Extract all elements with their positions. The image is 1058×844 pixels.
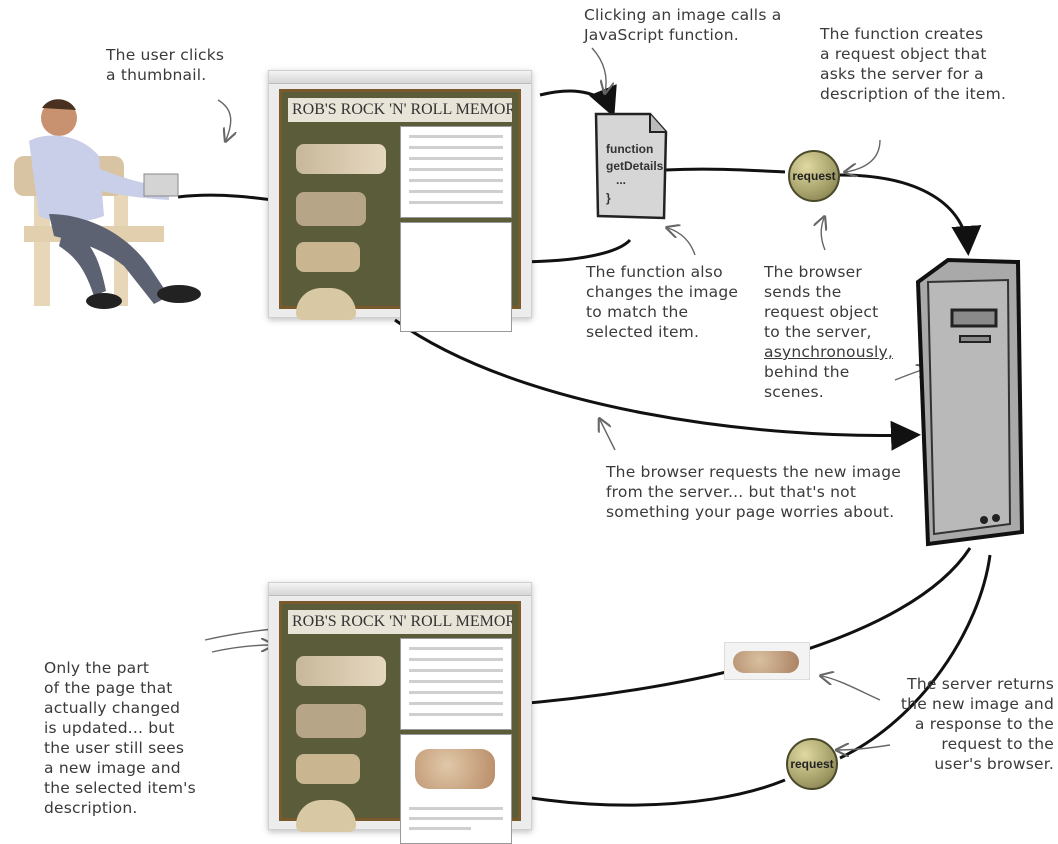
note-user-clicks: The user clicks a thumbnail. (106, 46, 225, 84)
code-line-1: function (606, 142, 654, 156)
user-person-illustration (14, 99, 201, 309)
note-browser-requests: The browser requests the new image from … (606, 463, 902, 521)
arrow-function-to-request (664, 167, 786, 174)
arrow-request-to-server (839, 173, 982, 256)
thumbnail-guitar[interactable] (296, 656, 386, 686)
detail-image-box-filled (400, 734, 512, 844)
web-page: ROB'S ROCK 'N' ROLL MEMORABILIA (279, 601, 521, 844)
thumbnail-boots[interactable] (296, 704, 366, 738)
code-line-3: ... (616, 173, 627, 187)
page-banner: ROB'S ROCK 'N' ROLL MEMORABILIA (288, 98, 512, 122)
browser-toolbar (269, 583, 531, 596)
web-page: ROB'S ROCK 'N' ROLL MEMORABILIA (279, 89, 521, 332)
thumbnail-guitar[interactable] (296, 144, 386, 174)
browser-screenshot-before: ROB'S ROCK 'N' ROLL MEMORABILIA (268, 70, 532, 332)
returned-image (724, 642, 810, 680)
note-function-creates: The function creates a request object th… (820, 25, 1007, 103)
note-browser-sends: The browser sends the request object to … (764, 263, 879, 341)
note-only-part: Only the part of the page that actually … (44, 659, 196, 817)
thumbnail-hat[interactable] (296, 288, 356, 320)
note-browser-sends-async: asynchronously, (764, 343, 894, 361)
detail-image-box-empty (400, 222, 512, 332)
thumbnail-case[interactable] (296, 754, 360, 784)
note-server-returns: The server returns the new image and a r… (900, 675, 1054, 773)
browser-toolbar (269, 71, 531, 84)
thumbnail-boots[interactable] (296, 192, 366, 226)
arrow-browser-to-server (394, 318, 921, 451)
note-function-changes: The function also changes the image to m… (586, 263, 739, 341)
description-box (400, 126, 512, 218)
boots-image (415, 749, 495, 789)
arrow-browser-to-function (539, 84, 617, 118)
thumbnail-hat[interactable] (296, 800, 356, 832)
code-line-4: } (606, 191, 611, 205)
note-browser-sends-behind: behind the scenes. (764, 363, 850, 401)
code-line-2: getDetails (606, 159, 664, 173)
description-box (400, 638, 512, 730)
browser-screenshot-after: ROB'S ROCK 'N' ROLL MEMORABILIA (268, 582, 532, 844)
arrow-server-to-request-2 (839, 554, 992, 760)
javascript-function-document (594, 112, 668, 220)
request-object-2: request (786, 738, 838, 790)
server-icon (915, 257, 1025, 547)
request-object-1: request (788, 150, 840, 202)
thumbnail-case[interactable] (296, 242, 360, 272)
note-clicking-calls: Clicking an image calls a JavaScript fun… (584, 6, 782, 44)
page-banner: ROB'S ROCK 'N' ROLL MEMORABILIA (288, 610, 512, 634)
